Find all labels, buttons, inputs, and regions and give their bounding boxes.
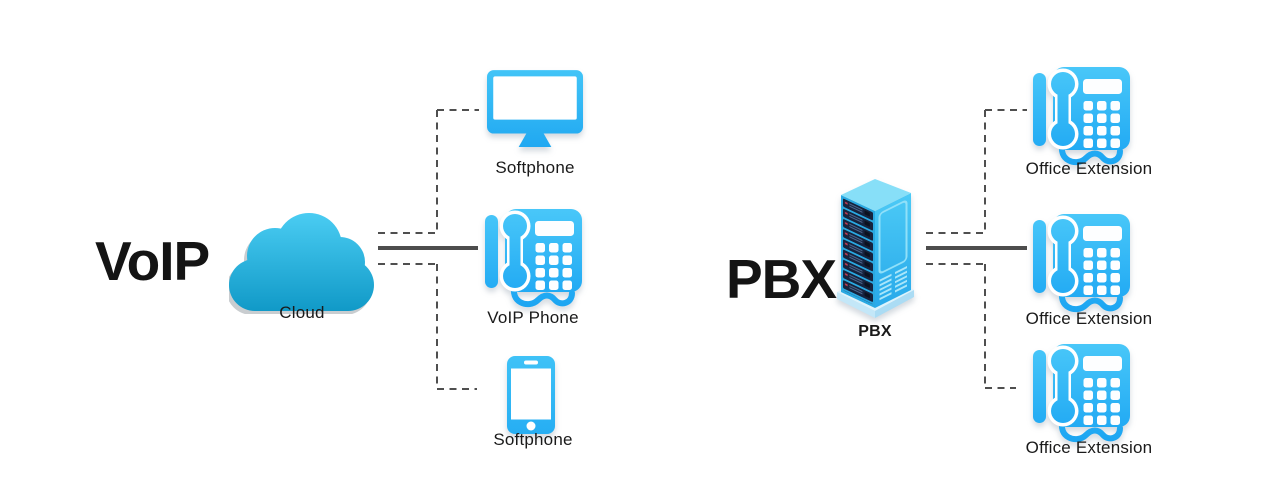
connector-dashed-line — [985, 109, 1027, 111]
device-label: Office Extension — [1025, 438, 1153, 457]
device-label: Softphone — [495, 158, 575, 177]
connector-dashed-line — [984, 110, 986, 233]
connector-dashed-line — [378, 232, 437, 234]
connector-solid-line — [926, 246, 1027, 250]
desk-phone-icon — [484, 206, 588, 310]
cloud-hub-label: Cloud — [279, 303, 325, 322]
connector-dashed-line — [436, 110, 438, 233]
connector-dashed-line — [378, 263, 437, 265]
desk-phone-icon — [1032, 64, 1136, 168]
connector-dashed-line — [985, 387, 1016, 389]
device-label: Office Extension — [1025, 159, 1153, 178]
connector-dashed-line — [437, 109, 479, 111]
server-tower-icon — [836, 178, 915, 319]
pbx-hub-label: PBX — [858, 323, 892, 340]
smartphone-icon — [507, 356, 555, 434]
cloud-icon — [229, 206, 374, 314]
device-label: VoIP Phone — [487, 308, 579, 327]
voip-title: VoIP — [95, 230, 210, 292]
device-label: Softphone — [493, 430, 573, 449]
connector-dashed-line — [926, 263, 985, 265]
pbx-title: PBX — [726, 248, 837, 310]
connector-solid-line — [378, 246, 478, 250]
connector-dashed-line — [436, 264, 438, 389]
device-label: Office Extension — [1025, 309, 1153, 328]
desk-phone-icon — [1032, 341, 1136, 445]
connector-dashed-line — [984, 264, 986, 388]
desk-phone-icon — [1032, 211, 1136, 315]
desktop-monitor-icon — [487, 70, 583, 147]
connector-dashed-line — [926, 232, 985, 234]
connector-dashed-line — [437, 388, 477, 390]
